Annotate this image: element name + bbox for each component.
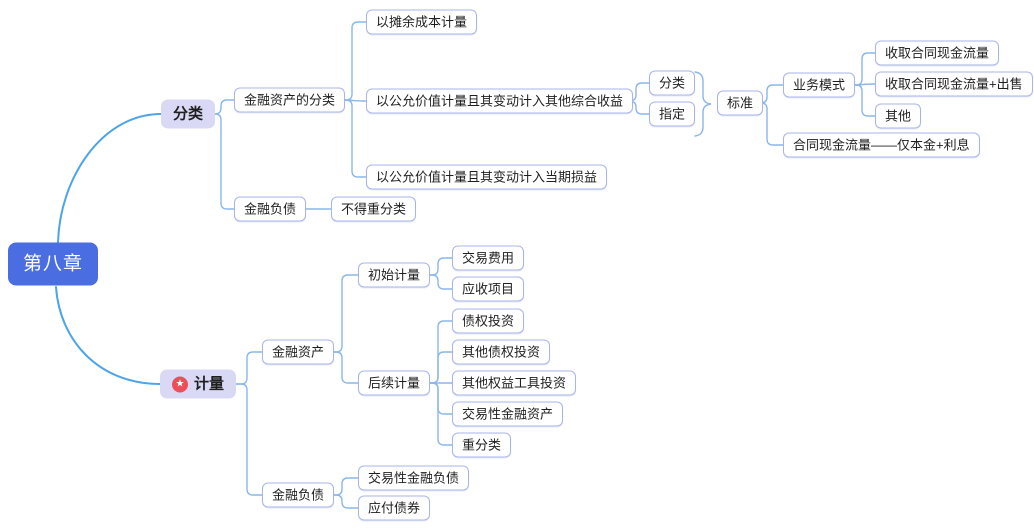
node-business-model[interactable]: 业务模式: [783, 72, 856, 98]
node-receivables[interactable]: 应收项目: [452, 276, 525, 302]
brace: [694, 71, 712, 137]
node-fvoci-classified[interactable]: 分类: [649, 70, 696, 96]
node-chapter-root[interactable]: 第八章: [8, 242, 99, 286]
node-collect-cash-flows-and-sell[interactable]: 收取合同现金流量+出售: [875, 71, 1033, 97]
node-bonds-payable[interactable]: 应付债券: [358, 495, 431, 521]
node-business-model-other[interactable]: 其他: [875, 103, 922, 129]
node-measurement[interactable]: ★ 计量: [160, 369, 237, 399]
node-amortized-cost[interactable]: 以摊余成本计量: [366, 9, 478, 35]
node-criteria[interactable]: 标准: [717, 90, 764, 116]
connector-root-classification: [57, 113, 162, 243]
node-trading-financial-liabilities[interactable]: 交易性金融负债: [358, 465, 470, 491]
node-other-equity-investments[interactable]: 其他权益工具投资: [452, 370, 577, 396]
star-icon: ★: [172, 376, 188, 392]
node-financial-liabilities-measurement[interactable]: 金融负债: [262, 482, 335, 508]
node-fvoci[interactable]: 以公允价值计量且其变动计入其他综合收益: [366, 88, 634, 114]
node-initial-measurement[interactable]: 初始计量: [358, 262, 431, 288]
node-contractual-cash-flows[interactable]: 合同现金流量——仅本金+利息: [783, 132, 980, 158]
node-financial-liabilities-classification[interactable]: 金融负债: [234, 196, 307, 222]
node-subsequent-measurement[interactable]: 后续计量: [358, 370, 431, 396]
node-fvtpl[interactable]: 以公允价值计量且其变动计入当期损益: [366, 164, 608, 190]
node-trading-financial-assets[interactable]: 交易性金融资产: [452, 401, 564, 427]
node-fvoci-designated[interactable]: 指定: [649, 101, 696, 127]
node-no-reclassification[interactable]: 不得重分类: [331, 196, 417, 222]
node-financial-assets-measurement[interactable]: 金融资产: [262, 339, 335, 365]
node-financial-asset-classification[interactable]: 金融资产的分类: [234, 87, 346, 113]
node-transaction-costs[interactable]: 交易费用: [452, 245, 525, 271]
node-reclassification[interactable]: 重分类: [452, 432, 512, 458]
node-collect-cash-flows[interactable]: 收取合同现金流量: [875, 40, 1000, 66]
node-debt-investments[interactable]: 债权投资: [452, 308, 525, 334]
node-other-debt-investments[interactable]: 其他债权投资: [452, 339, 551, 365]
connector-root-measurement: [55, 286, 161, 385]
node-classification[interactable]: 分类: [161, 99, 216, 129]
measurement-label: 计量: [194, 375, 225, 393]
